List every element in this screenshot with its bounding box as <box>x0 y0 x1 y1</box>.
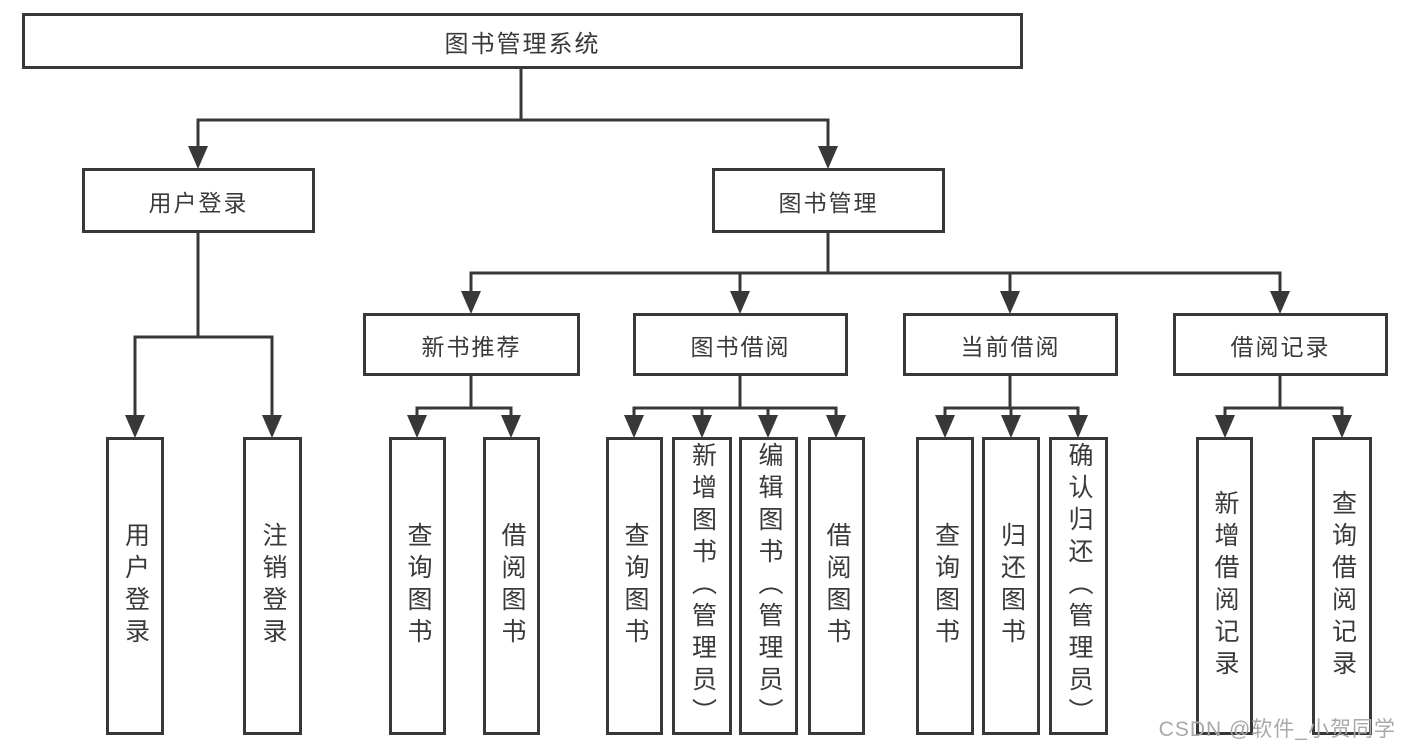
node-label: 借阅记录 <box>1230 333 1331 360</box>
node-label: 编辑图书（管理员） <box>755 442 783 730</box>
node-label: 注销登录 <box>259 522 287 650</box>
node-library-system: 图书管理系统 <box>22 13 1023 69</box>
leaf-edit-books-admin: 编辑图书（管理员） <box>739 437 798 735</box>
node-book-management: 图书管理 <box>712 168 945 233</box>
arrowhead <box>501 415 521 438</box>
arrowhead <box>758 415 778 438</box>
leaf-borrow-books-recommend: 借阅图书 <box>483 437 540 735</box>
arrowhead <box>818 146 838 169</box>
node-label: 查询图书 <box>404 522 432 650</box>
node-new-book-recommend: 新书推荐 <box>363 313 580 376</box>
arrowhead <box>1001 415 1021 438</box>
arrowhead <box>1000 291 1020 314</box>
arrowhead <box>1068 415 1088 438</box>
node-user-login: 用户登录 <box>82 168 315 233</box>
leaf-query-books-borrow: 查询图书 <box>606 437 663 735</box>
leaf-add-books-admin: 新增图书（管理员） <box>672 437 732 735</box>
node-book-borrow: 图书借阅 <box>633 313 848 376</box>
arrowhead <box>188 146 208 169</box>
arrowhead <box>262 415 282 438</box>
node-label: 图书管理 <box>778 189 879 216</box>
leaf-borrow-books: 借阅图书 <box>808 437 865 735</box>
node-label: 确认归还（管理员） <box>1065 442 1093 730</box>
arrowhead <box>692 415 712 438</box>
leaf-confirm-return-admin: 确认归还（管理员） <box>1049 437 1108 735</box>
node-label: 用户登录 <box>148 189 249 216</box>
csdn-watermark: CSDN @软件_小贺同学 <box>1158 718 1396 741</box>
node-label: 查询图书 <box>621 522 649 650</box>
node-label: 查询图书 <box>931 522 960 650</box>
leaf-query-books-current: 查询图书 <box>916 437 974 735</box>
leaf-query-books-recommend: 查询图书 <box>389 437 446 735</box>
node-borrow-record: 借阅记录 <box>1173 313 1388 376</box>
node-label: 用户登录 <box>121 522 150 650</box>
node-current-borrow: 当前借阅 <box>903 313 1118 376</box>
leaf-return-books: 归还图书 <box>982 437 1040 735</box>
node-label: 新增图书（管理员） <box>688 442 717 730</box>
arrowhead <box>935 415 955 438</box>
leaf-add-borrow-record: 新增借阅记录 <box>1196 437 1253 735</box>
node-label: 借阅图书 <box>498 522 526 650</box>
arrowhead <box>624 415 644 438</box>
arrowhead <box>826 415 846 438</box>
node-label: 当前借阅 <box>960 333 1061 360</box>
leaf-logout: 注销登录 <box>243 437 302 735</box>
node-label: 图书借阅 <box>690 333 791 360</box>
leaf-user-login: 用户登录 <box>106 437 164 735</box>
arrowhead <box>1270 291 1290 314</box>
node-label: 新增借阅记录 <box>1211 490 1239 682</box>
arrowhead <box>125 415 145 438</box>
node-label: 归还图书 <box>997 522 1026 650</box>
arrowhead <box>1332 415 1352 438</box>
node-label: 查询借阅记录 <box>1328 490 1357 682</box>
leaf-query-borrow-record: 查询借阅记录 <box>1312 437 1372 735</box>
arrowhead <box>1215 415 1235 438</box>
node-label: 图书管理系统 <box>444 30 601 58</box>
arrowhead <box>730 291 750 314</box>
node-label: 新书推荐 <box>421 333 522 360</box>
arrowhead <box>407 415 427 438</box>
node-label: 借阅图书 <box>823 522 851 650</box>
arrowhead <box>461 291 481 314</box>
